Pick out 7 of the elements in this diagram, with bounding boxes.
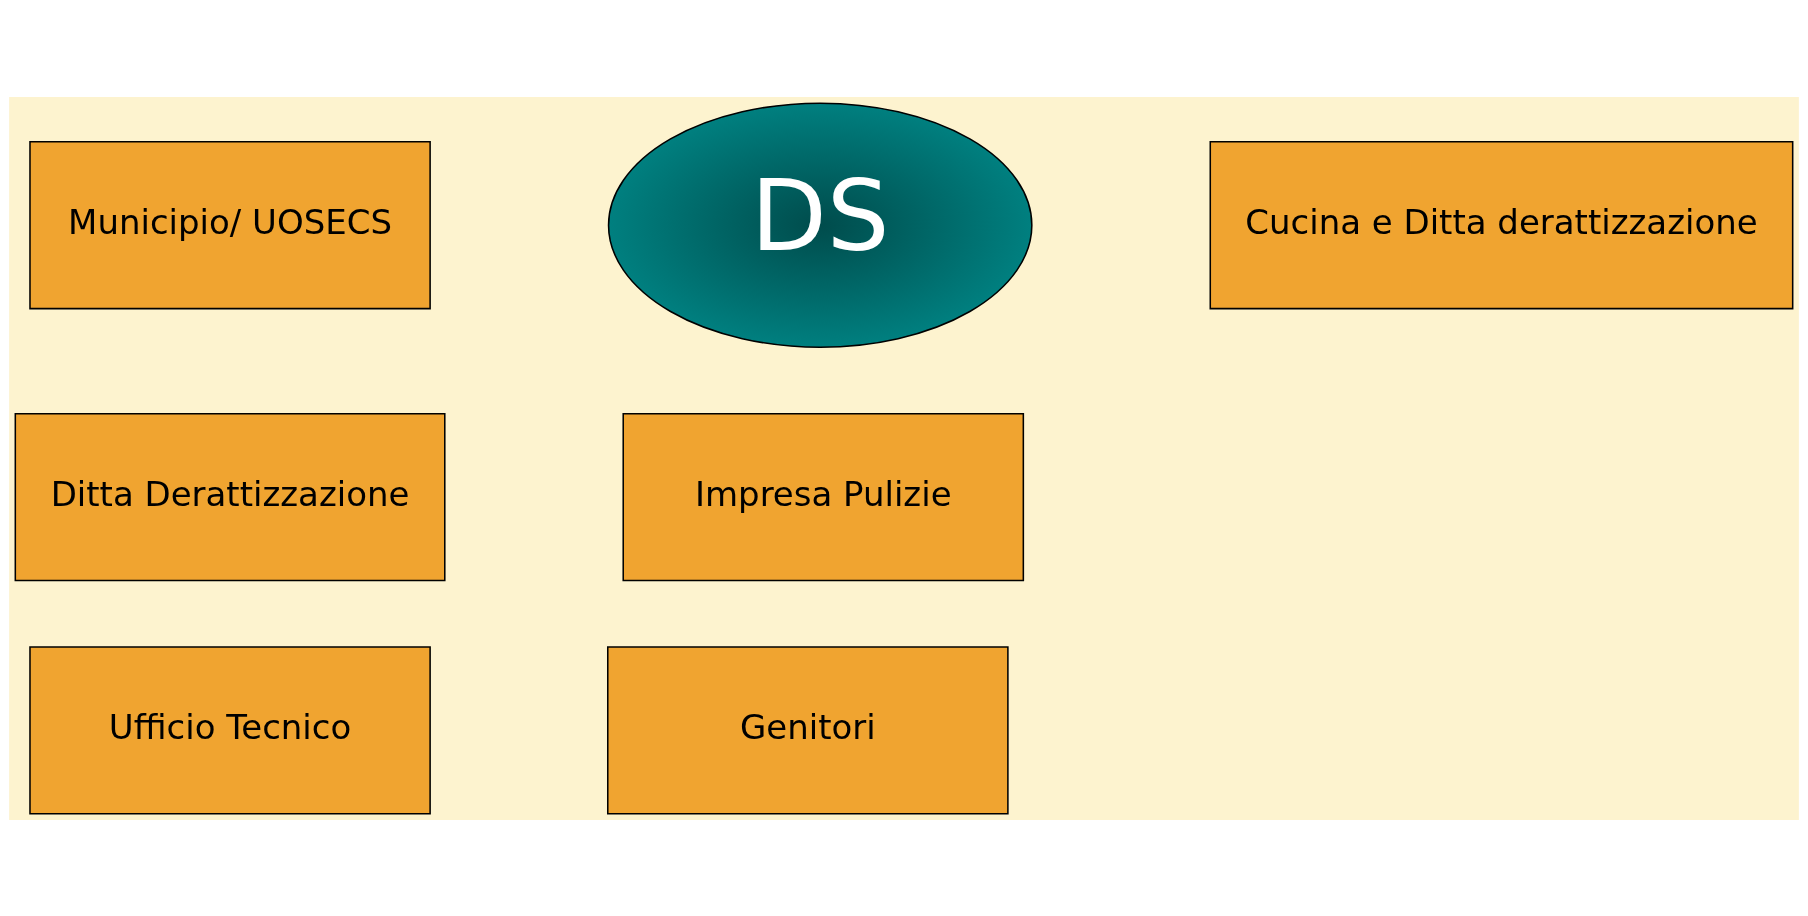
node-box: Ufficio Tecnico xyxy=(29,645,431,815)
node-box: Impresa Pulizie xyxy=(622,412,1025,581)
node-box: Cucina e Ditta derattizzazione xyxy=(1209,140,1794,309)
node-ellipse: DS xyxy=(607,101,1033,348)
node-box: Municipio/ UOSECS xyxy=(29,140,431,309)
node-box: Genitori xyxy=(607,645,1009,815)
node-box: Ditta Derattizzazione xyxy=(14,412,446,581)
